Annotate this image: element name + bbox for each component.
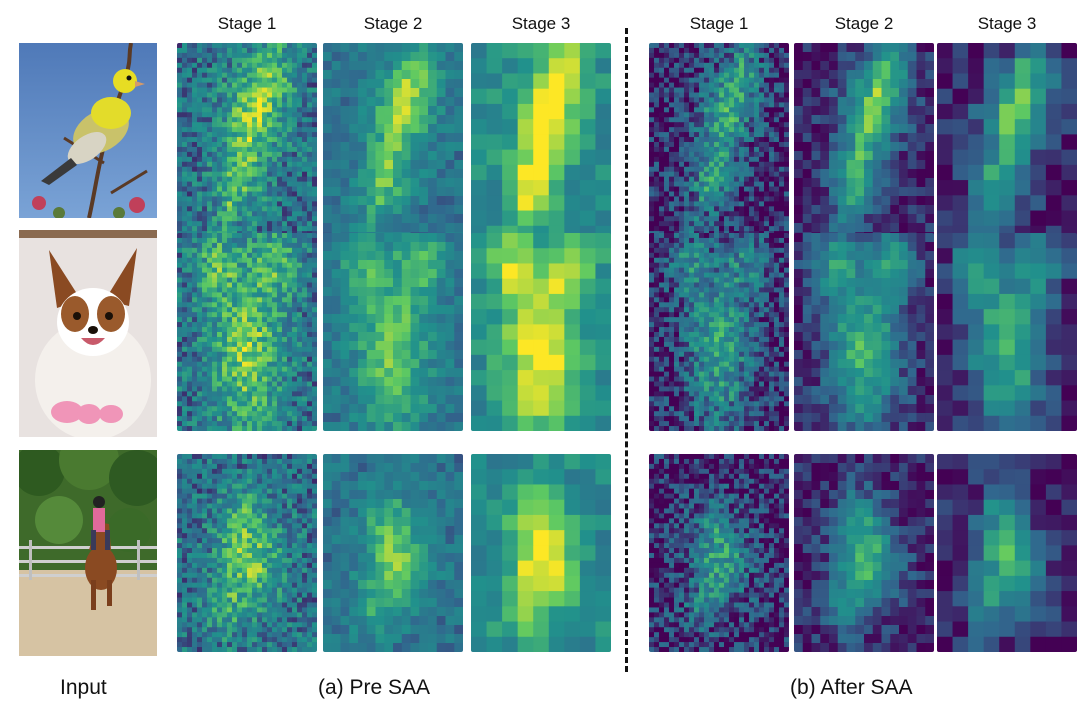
heatmap-after-stage1-dog (649, 233, 789, 431)
caption-input: Input (60, 676, 107, 699)
header-after-stage-3: Stage 3 (977, 14, 1037, 33)
header-pre-stage-2: Stage 2 (363, 14, 423, 33)
heatmap-pre-stage2-horse (323, 454, 463, 652)
heatmap-pre-stage2-dog (323, 233, 463, 431)
heatmap-after-stage3-dog (937, 233, 1077, 431)
heatmap-after-stage1-bird (649, 43, 789, 241)
input-image-horse-rider (19, 450, 157, 656)
heatmap-pre-stage1-bird (177, 43, 317, 241)
heatmap-after-stage1-horse (649, 454, 789, 652)
heatmap-pre-stage3-dog (471, 233, 611, 431)
heatmap-pre-stage3-bird (471, 43, 611, 241)
heatmap-after-stage2-dog (794, 233, 934, 431)
heatmap-pre-stage2-bird (323, 43, 463, 241)
header-pre-stage-3: Stage 3 (511, 14, 571, 33)
heatmap-pre-stage3-horse (471, 454, 611, 652)
heatmap-pre-stage1-dog (177, 233, 317, 431)
heatmap-after-stage2-bird (794, 43, 934, 241)
heatmap-after-stage3-bird (937, 43, 1077, 241)
heatmap-after-stage2-horse (794, 454, 934, 652)
caption-pre-saa: (a) Pre SAA (318, 676, 431, 699)
header-after-stage-1: Stage 1 (689, 14, 749, 33)
section-divider (625, 28, 628, 672)
heatmap-pre-stage1-horse (177, 454, 317, 652)
caption-after-saa: (b) After SAA (790, 676, 913, 699)
input-image-dog (19, 230, 157, 437)
input-image-bird (19, 43, 157, 218)
header-pre-stage-1: Stage 1 (217, 14, 277, 33)
heatmap-after-stage3-horse (937, 454, 1077, 652)
header-after-stage-2: Stage 2 (834, 14, 894, 33)
